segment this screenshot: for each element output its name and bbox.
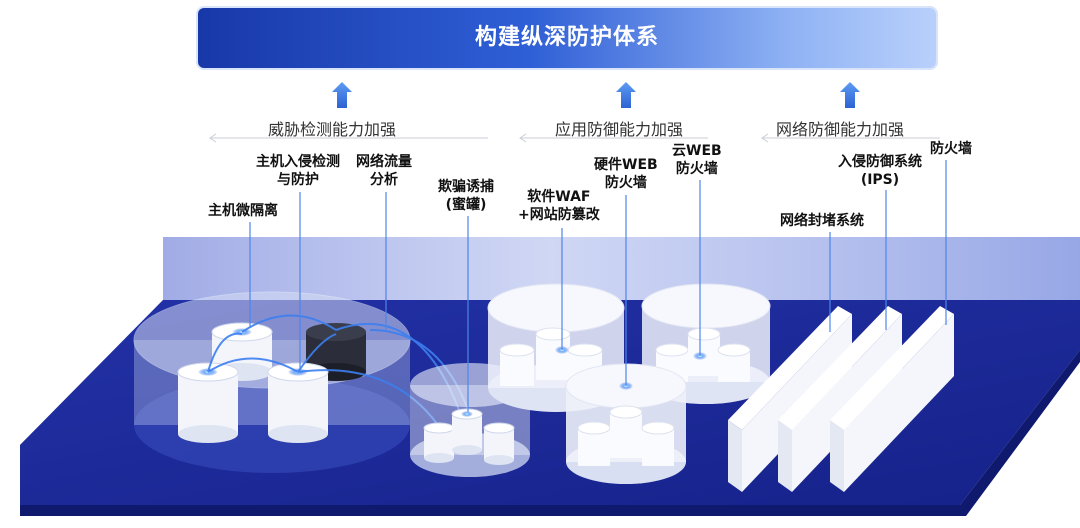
- label-host-ids-line2: 与防护: [277, 172, 319, 188]
- guide-arrow: [209, 133, 488, 143]
- label-host-ids-line1: 主机入侵检测: [256, 154, 340, 170]
- label-host-ids: 主机入侵检测 与防护: [256, 153, 340, 189]
- label-honeypot-line1: 欺骗诱捕: [438, 179, 494, 195]
- up-arrow-icon: [332, 82, 352, 108]
- label-honeypot: 欺骗诱捕 (蜜罐): [438, 178, 494, 214]
- label-ips-line1: 入侵防御系统: [838, 154, 922, 170]
- layer-caption-app-defense: 应用防御能力加强: [555, 120, 684, 139]
- label-cloud-waf-line2: 防火墙: [675, 161, 718, 177]
- page-title: 构建纵深防护体系: [474, 25, 659, 50]
- label-software-waf: 软件WAF +网站防篡改: [518, 188, 600, 224]
- label-hw-waf-line1: 硬件WEB: [594, 157, 658, 173]
- label-ips-line2: (IPS): [860, 172, 900, 188]
- label-hardware-waf: 硬件WEB 防火墙: [594, 156, 658, 192]
- label-cloud-waf-line1: 云WEB: [672, 143, 722, 159]
- label-honeypot-line2: (蜜罐): [445, 197, 487, 213]
- label-hw-waf-line2: 防火墙: [604, 175, 647, 191]
- server-icon: [177, 362, 239, 443]
- up-arrow-icon: [840, 82, 860, 108]
- label-network-blocking: 网络封堵系统: [780, 213, 864, 229]
- honeypot-cylinder-icon: [423, 408, 515, 465]
- label-host-isolation: 主机微隔离: [208, 203, 278, 219]
- cloud-waf-zone: [641, 283, 771, 404]
- up-arrow-icon: [616, 82, 636, 108]
- title-banner: 构建纵深防护体系: [198, 8, 936, 68]
- label-waf-line2: +网站防篡改: [518, 207, 600, 223]
- guide-arrow: [761, 133, 940, 143]
- label-firewall: 防火墙: [930, 141, 972, 157]
- label-traffic-line1: 网络流量: [356, 154, 412, 170]
- label-traffic-analysis: 网络流量 分析: [356, 153, 412, 189]
- leader-lines: [249, 160, 947, 412]
- platform-edge: [20, 350, 1080, 516]
- label-traffic-line2: 分析: [370, 172, 398, 188]
- label-ips: 入侵防御系统 (IPS): [838, 153, 922, 189]
- label-waf-line1: 软件WAF: [527, 189, 591, 205]
- label-cloud-waf: 云WEB 防火墙: [672, 142, 722, 178]
- guide-arrow: [519, 133, 708, 143]
- server-icon: [267, 362, 329, 443]
- layer-caption-threat-detection: 威胁检测能力加强: [268, 120, 397, 139]
- blocking-wall: [830, 306, 954, 492]
- layer-caption-network-defense: 网络防御能力加强: [776, 120, 905, 139]
